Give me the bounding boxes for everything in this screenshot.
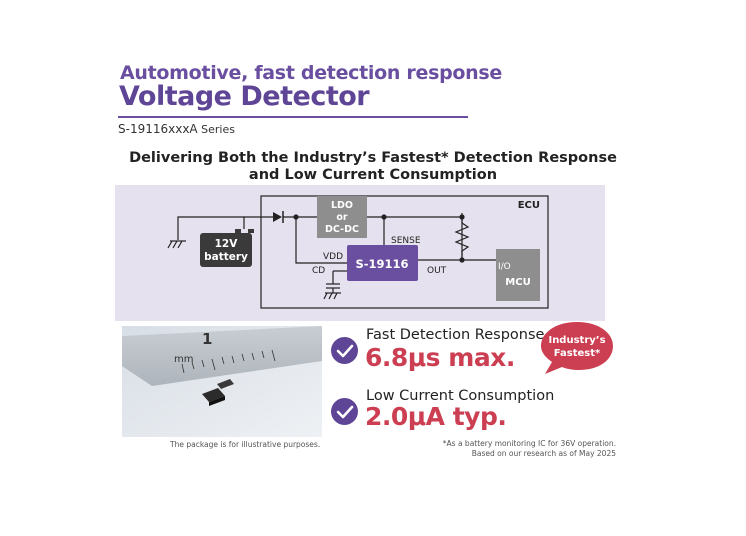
ruler-icon [122, 326, 322, 386]
industry-fastest-badge: Industry’s Fastest* [541, 322, 613, 374]
battery-icon [200, 233, 252, 267]
product-subtitle: Automotive, fast detection response [120, 62, 502, 84]
junction-dot [459, 257, 465, 263]
headline-line-1: Delivering Both the Industry’s Fastest* … [129, 150, 617, 166]
feature-value: 6.8μs max. [365, 343, 515, 372]
junction-dot [381, 214, 387, 220]
battery-label: battery [204, 251, 248, 263]
pullup-resistor [454, 222, 470, 252]
vdd-pin-label: VDD [323, 252, 343, 262]
badge-line-1: Industry’s [548, 335, 605, 346]
feature-label: Fast Detection Response [366, 327, 545, 343]
title-underline [118, 116, 468, 118]
photo-caption: The package is for illustrative purposes… [170, 440, 321, 449]
ruler-unit: mm [174, 354, 193, 365]
part-number: S-19116xxxA [118, 122, 198, 136]
footnote-line-1: *As a battery monitoring IC for 36V oper… [442, 439, 616, 448]
ecu-boundary [260, 195, 549, 309]
mcu-label: MCU [505, 277, 530, 288]
io-pin-label: I/O [498, 262, 511, 272]
feature-label: Low Current Consumption [366, 388, 555, 404]
circuit-diagram: ECU 12V [115, 185, 605, 321]
badge-line-2: Fastest* [554, 348, 601, 359]
ground-icon [167, 240, 186, 249]
capacitor-icon [323, 283, 341, 300]
footnote-line-2: Based on our research as of May 2025 [471, 449, 616, 458]
headline-line-2: and Low Current Consumption [248, 167, 498, 183]
junction-dot [459, 214, 465, 220]
junction-dot [293, 214, 299, 220]
ic-package-icon [202, 379, 234, 406]
product-title: Voltage Detector [119, 81, 370, 112]
dcdc-label: DC-DC [325, 224, 359, 235]
series-word: Series [201, 123, 235, 136]
diode-icon [273, 212, 282, 222]
ldo-or-label: or [336, 212, 348, 223]
check-icon [331, 337, 358, 364]
ruler-number: 1 [202, 330, 212, 348]
series-line: S-19116xxxA Series [118, 122, 235, 136]
out-pin-label: OUT [427, 266, 447, 276]
sense-pin-label: SENSE [391, 236, 421, 246]
check-icon [331, 398, 358, 425]
headline: Delivering Both the Industry’s Fastest* … [0, 150, 746, 184]
wires [177, 213, 496, 284]
cd-pin-label: CD [312, 266, 325, 276]
battery-voltage: 12V [215, 238, 239, 250]
feature-value: 2.0μA typ. [365, 402, 507, 431]
ldo-label: LDO [331, 200, 353, 211]
mcu-box [496, 249, 540, 301]
ic-label: S-19116 [355, 257, 408, 271]
ic-s19116 [347, 245, 418, 281]
ldo-box [317, 196, 367, 238]
footnote: *As a battery monitoring IC for 36V oper… [420, 439, 616, 459]
ecu-label: ECU [518, 200, 540, 211]
package-photo: 1 mm [122, 326, 322, 437]
